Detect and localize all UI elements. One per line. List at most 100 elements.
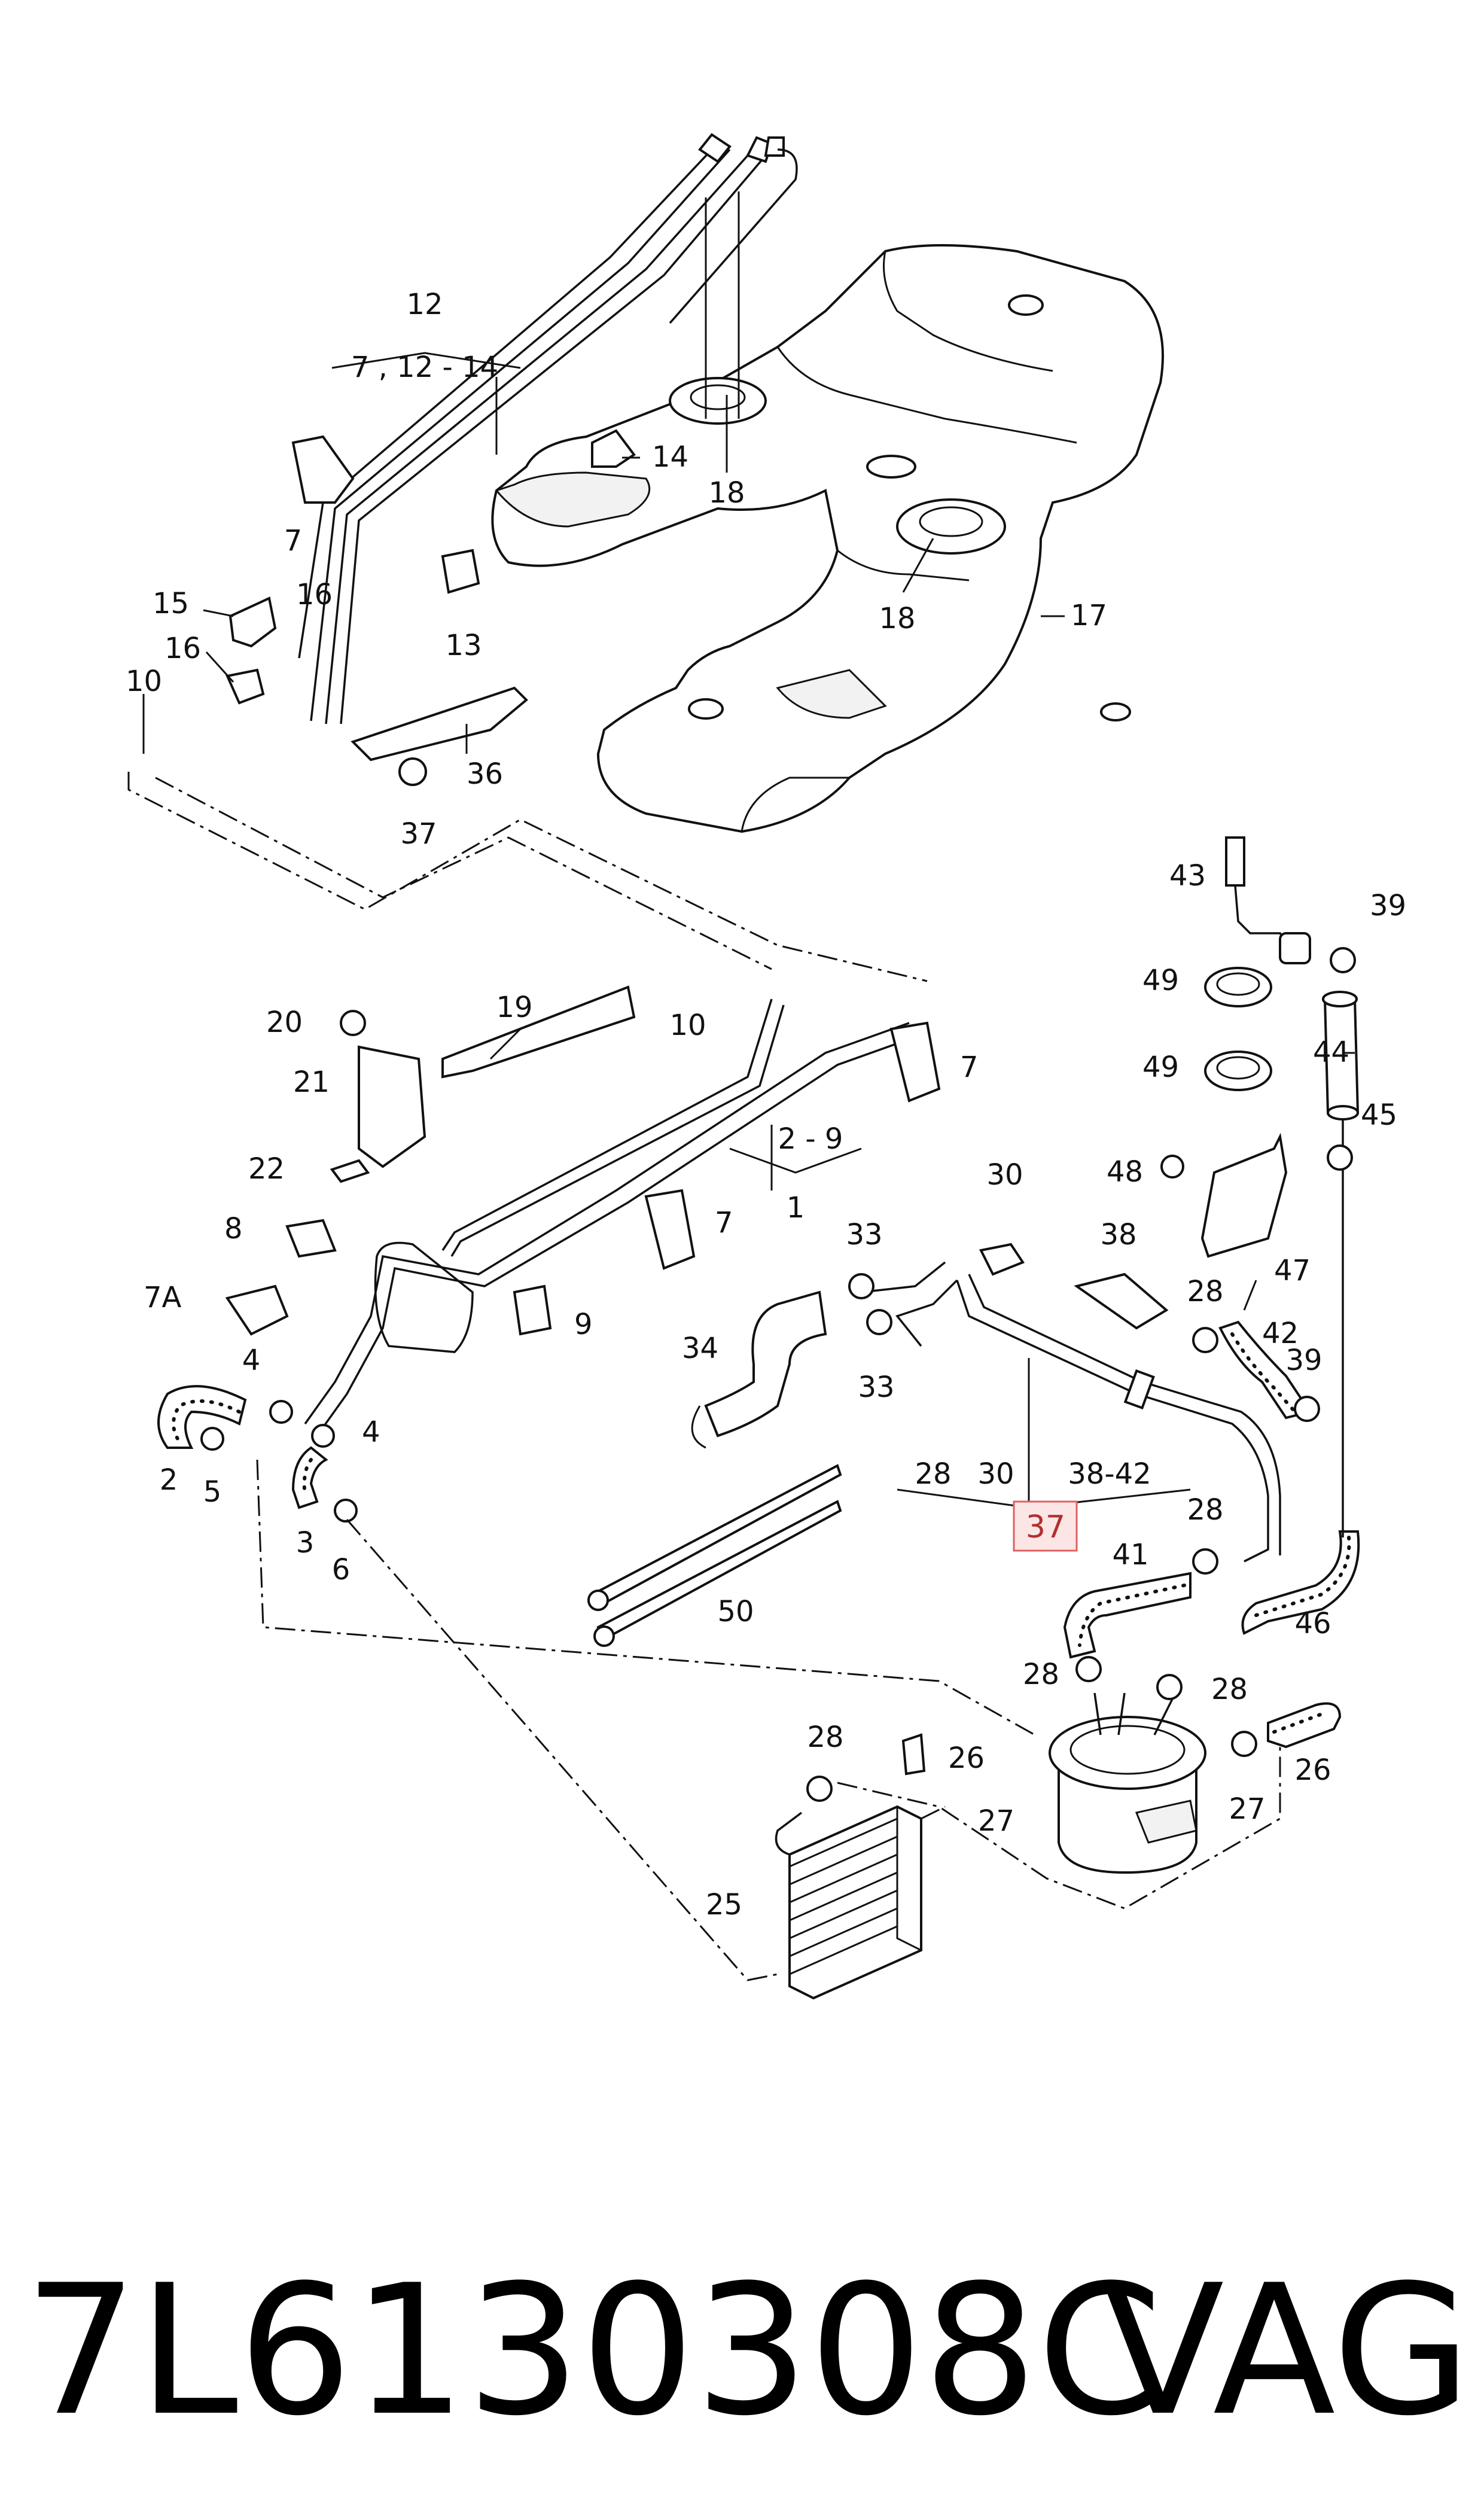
- clamp-27: [1231, 1731, 1257, 1757]
- label-13: 14: [652, 440, 688, 474]
- label-47: 47: [1274, 1254, 1311, 1287]
- label-18-a: 18: [708, 476, 745, 510]
- fuel-filter-25: [1049, 1692, 1206, 1874]
- clip-7A: [225, 1284, 289, 1336]
- label-3: 3: [296, 1526, 315, 1560]
- label-10-a: 10: [126, 665, 162, 698]
- label-18-b: 18: [879, 602, 915, 635]
- clamp-4-b: [311, 1424, 335, 1448]
- clip-7-top: [291, 435, 355, 504]
- label-14: 16: [296, 578, 333, 611]
- rings-49: [1204, 967, 1272, 1091]
- label-28-a: 28: [1187, 1275, 1223, 1308]
- label-30-a: 30: [986, 1158, 1023, 1192]
- label-7-b: 7: [960, 1051, 979, 1084]
- label-20: 20: [266, 1006, 303, 1039]
- clamp-28-e: [806, 1776, 833, 1802]
- label-22: 22: [248, 1152, 285, 1186]
- line-assembly-37: [861, 1261, 1281, 1563]
- label-43: 43: [1169, 859, 1206, 893]
- label-1: 1: [787, 1191, 805, 1225]
- nut-36: [398, 757, 427, 786]
- clamp-6: [334, 1499, 358, 1523]
- clip-7-mid: [889, 1021, 941, 1103]
- label-16: 16: [164, 632, 201, 665]
- label-6: 6: [332, 1553, 351, 1587]
- label-9: 9: [574, 1308, 593, 1341]
- part-labels: 12 7 , 12 - 14 14 18 7 18 17 15 16 13 16…: [126, 288, 1406, 1922]
- label-25: 27: [978, 1804, 1014, 1838]
- part-code: 7L6130308C: [24, 2246, 1163, 2455]
- label-26: 26: [1294, 1753, 1331, 1787]
- block-8: [285, 1219, 337, 1258]
- label-33-a: 33: [846, 1218, 882, 1252]
- highlight-box-37: [1013, 1500, 1078, 1552]
- label-46: 46: [1294, 1607, 1331, 1640]
- hoses-right: [1063, 1320, 1360, 1749]
- bracket-15: [228, 596, 277, 648]
- label-35: 36: [467, 757, 503, 791]
- clamp-28-a: [1192, 1327, 1218, 1353]
- clamp-33-b: [866, 1309, 892, 1335]
- label-38: 38: [1100, 1218, 1136, 1252]
- label-10-b: 10: [669, 1009, 706, 1042]
- label-23: 25: [706, 1888, 742, 1922]
- small-parts: [200, 429, 1356, 1802]
- label-group-1: 2 - 9: [778, 1122, 843, 1156]
- fuel-cooler-23: [775, 1805, 922, 2000]
- label-28-e: 28: [807, 1721, 843, 1754]
- fuel-tank: [491, 244, 1164, 833]
- label-48: 48: [1107, 1155, 1143, 1189]
- label-44: 44: [1313, 1036, 1349, 1069]
- label-group-37-c: 38-42: [1068, 1457, 1151, 1491]
- label-39-a: 39: [1370, 889, 1406, 922]
- label-28-c: 28: [1023, 1658, 1059, 1691]
- clamp-4-a: [269, 1400, 293, 1424]
- clamp-28-d: [1156, 1674, 1183, 1700]
- label-group-11: 7 , 12 - 14: [351, 351, 498, 384]
- nut-20: [340, 1010, 366, 1036]
- label-4-b: 4: [362, 1415, 380, 1449]
- label-24: 26: [948, 1741, 985, 1775]
- label-41: 41: [1112, 1538, 1148, 1572]
- caption: 7L6130308C VAG: [24, 2231, 1471, 2471]
- clamp-5: [200, 1427, 224, 1451]
- label-4-a: 4: [242, 1344, 261, 1377]
- clamp-39-low: [1294, 1396, 1320, 1422]
- holder-12: [441, 549, 480, 594]
- bracket-21: [358, 1045, 426, 1168]
- clamp-28-c: [1075, 1656, 1102, 1682]
- hose-34: [691, 1290, 827, 1449]
- fuel-lines-upper: [298, 133, 798, 724]
- hoses-left: [157, 1385, 328, 1509]
- label-42: 42: [1262, 1317, 1299, 1350]
- label-17: 17: [1071, 599, 1107, 632]
- straps-50: [587, 1464, 842, 1647]
- clip-7-low: [644, 1189, 696, 1270]
- label-11: 12: [406, 288, 443, 321]
- label-37: 37: [1026, 1509, 1065, 1545]
- block-9: [513, 1284, 552, 1336]
- clamp-28-b: [1192, 1548, 1218, 1575]
- label-2: 2: [160, 1463, 178, 1497]
- label-group-37-a: 28: [915, 1457, 951, 1491]
- clamp-33-a: [848, 1273, 874, 1299]
- label-49-b: 49: [1142, 1051, 1179, 1084]
- label-group-37-b: 30: [977, 1457, 1014, 1491]
- label-7-a: 7: [284, 524, 303, 558]
- label-28-b: 28: [1187, 1493, 1223, 1527]
- clip-30: [979, 1243, 1025, 1276]
- pump-44: [1322, 991, 1360, 1537]
- leader-lines: [142, 352, 1355, 1509]
- label-33-b: 33: [858, 1371, 894, 1404]
- label-21: 21: [293, 1065, 330, 1099]
- label-50: 50: [717, 1595, 754, 1628]
- label-34: 34: [682, 1332, 718, 1365]
- label-27: 27: [1229, 1792, 1265, 1826]
- nut-48: [1160, 1155, 1184, 1179]
- bolt-22: [330, 1159, 370, 1183]
- label-39-b: 39: [1285, 1344, 1322, 1377]
- bracket-47: [1200, 1132, 1288, 1258]
- sensor-43: [1225, 836, 1311, 964]
